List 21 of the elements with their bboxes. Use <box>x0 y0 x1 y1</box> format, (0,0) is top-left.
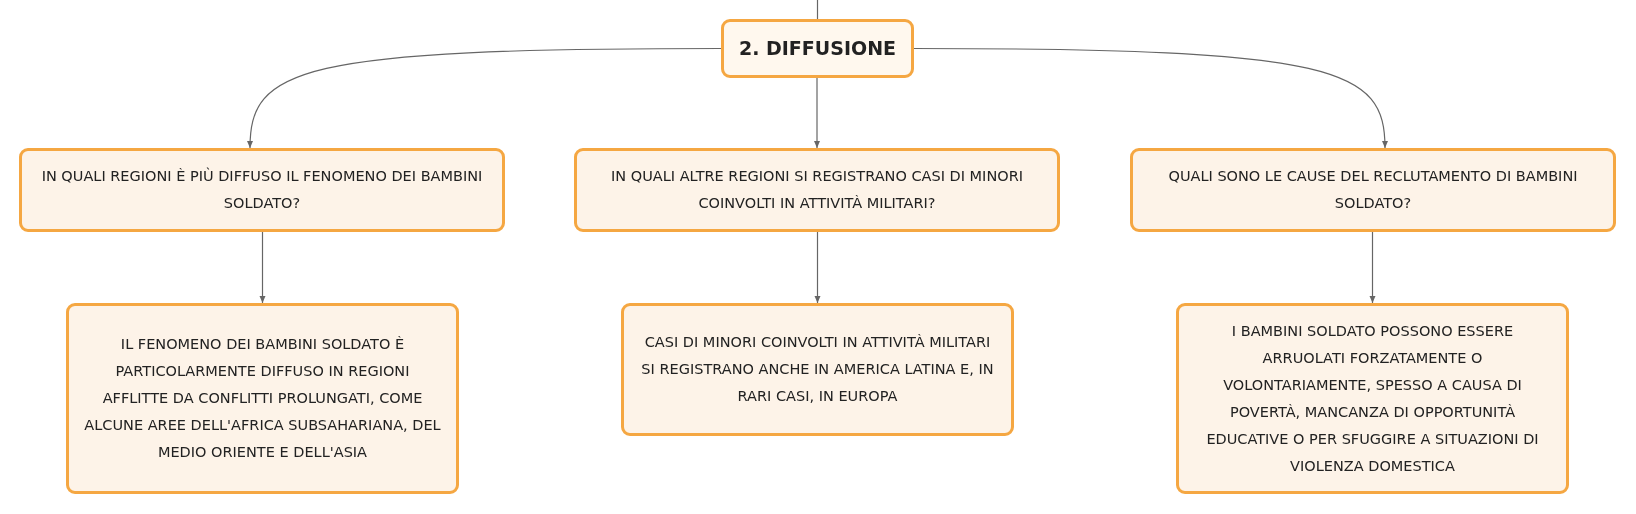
answer-box <box>1176 303 1569 494</box>
question-box <box>574 148 1060 232</box>
answer-box <box>621 303 1014 436</box>
box-text: IN QUALI REGIONI È PIÙ DIFFUSO IL FENOMENO DEI BAMBINI SOLDATO? <box>40 166 484 213</box>
question-box <box>1130 148 1616 232</box>
topic-box <box>721 19 914 78</box>
box-text: IL FENOMENO DEI BAMBINI SOLDATO È PARTICOLARMENTE DIFFUSO IN REGIONI AFFLITTE DA CONFLITTI PROLUNGATI, COME ALCUNE AREE DELL'AFRICA SUBSAHARIANA, DEL MEDIO ORIENTE E DELL'ASIA <box>83 335 442 462</box>
box-text: I BAMBINI SOLDATO POSSONO ESSERE ARRUOLATI FORZATAMENTE O VOLONTARIAMENTE, SPESSO A CAUSA DI POVERTÀ, MANCANZA DI OPPORTUNITÀ EDUCATIVE O PER SFUGGIRE A SITUAZIONI DI VIOLENZA DOMESTICA <box>1205 321 1540 476</box>
arrow <box>814 231 821 304</box>
box-text: QUALI SONO LE CAUSE DEL RECLUTAMENTO DI BAMBINI SOLDATO? <box>1167 167 1579 213</box>
arrow <box>814 77 820 149</box>
connector-line <box>816 0 819 20</box>
box-text: IN QUALI ALTRE REGIONI SI REGISTRANO CASI DI MINORI COINVOLTI IN ATTIVITÀ MILITARI? <box>610 167 1024 213</box>
box-text: 2. DIFFUSIONE <box>738 36 897 61</box>
arrow <box>247 47 722 149</box>
answer-box <box>66 303 459 494</box>
arrow <box>913 47 1388 149</box>
arrow <box>1369 231 1376 304</box>
box-text: CASI DI MINORI COINVOLTI IN ATTIVITÀ MILITARI SI REGISTRANO ANCHE IN AMERICA LATINA E, IN RARI CASI, IN EUROPA <box>640 333 995 406</box>
arrow <box>259 231 266 304</box>
question-box <box>19 148 505 232</box>
